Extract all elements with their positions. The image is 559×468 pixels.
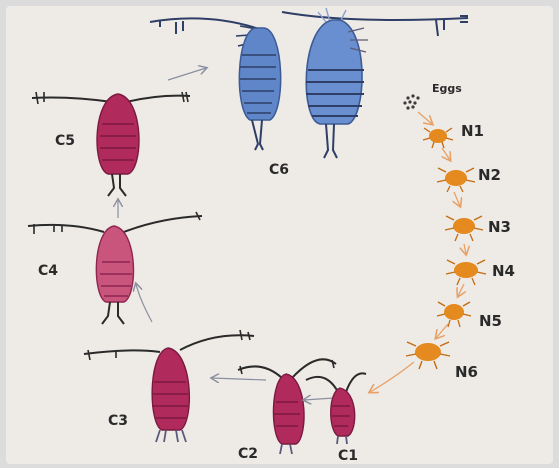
label-c5: C5 [55,133,75,149]
label-n3: N3 [488,218,511,236]
label-n1: N1 [461,122,484,140]
label-n6: N6 [455,363,478,381]
label-eggs: Eggs [432,82,462,95]
label-c1: C1 [338,448,358,464]
label-n4: N4 [492,262,515,280]
label-n2: N2 [478,166,501,184]
label-n5: N5 [479,312,502,330]
label-c6: C6 [269,162,289,178]
label-c4: C4 [38,263,58,279]
label-c3: C3 [108,413,128,429]
label-c2: C2 [238,446,258,462]
